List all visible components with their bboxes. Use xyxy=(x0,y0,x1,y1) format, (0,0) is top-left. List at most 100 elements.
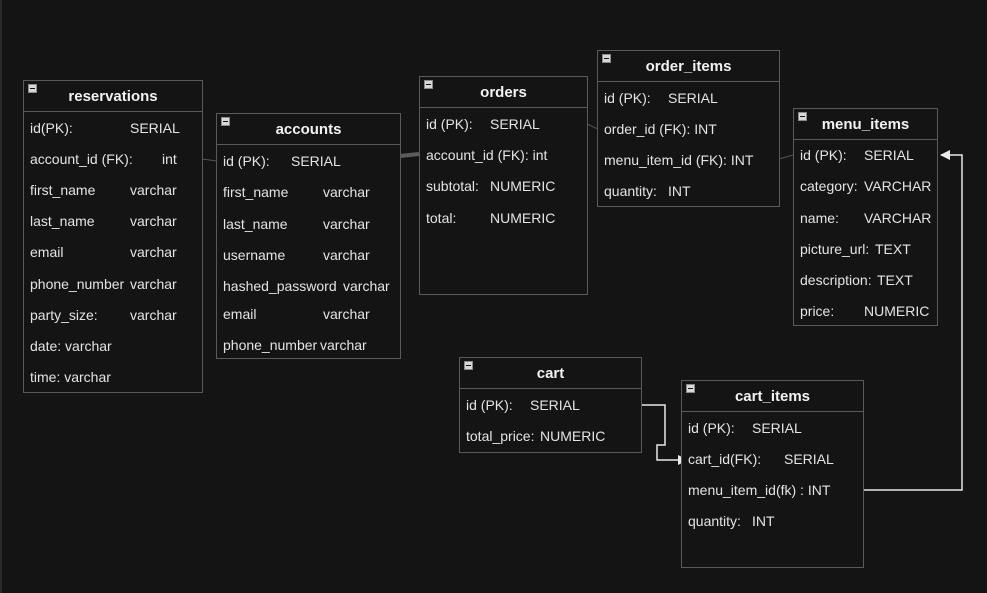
field-name: username xyxy=(223,247,286,263)
table-title: orders xyxy=(480,83,527,101)
field-name: price: xyxy=(800,303,835,319)
field-row: subtotal: NUMERIC xyxy=(426,178,583,196)
field-type: int xyxy=(162,151,177,167)
table-header[interactable]: reservations xyxy=(24,81,202,112)
table-header[interactable]: cart_items xyxy=(682,381,863,412)
field-row: id (PK): SERIAL xyxy=(800,147,933,165)
field-row: menu_item_id (FK): INT xyxy=(604,152,775,170)
table-header[interactable]: accounts xyxy=(217,114,400,145)
field-name: order_id (FK): INT xyxy=(604,121,717,137)
field-row: id (PK): SERIAL xyxy=(223,153,396,171)
field-name: id (PK): xyxy=(800,147,847,163)
field-row: category: VARCHAR xyxy=(800,178,933,196)
field-type: varchar xyxy=(130,213,177,229)
field-type: NUMERIC xyxy=(864,303,930,319)
collapse-icon[interactable] xyxy=(464,361,473,370)
field-type: VARCHAR xyxy=(864,178,932,194)
table-reservations[interactable]: reservations id(PK): SERIAL account_id (FK… xyxy=(23,80,203,393)
field-row: total_price: NUMERIC xyxy=(466,428,637,446)
field-name: first_name xyxy=(223,184,289,200)
field-type: SERIAL xyxy=(864,147,914,163)
field-type: INT xyxy=(752,513,775,529)
table-title: order_items xyxy=(645,57,732,75)
relation-order-items-menu-items xyxy=(778,154,794,160)
relation-reservations-accounts xyxy=(201,158,218,162)
field-type: TEXT xyxy=(877,272,913,288)
field-name: category: xyxy=(800,178,858,194)
field-row: account_id (FK):int xyxy=(30,151,198,169)
field-name: description: xyxy=(800,272,872,288)
field-name: hashed_password xyxy=(223,278,337,294)
table-title: accounts xyxy=(275,120,342,138)
collapse-icon[interactable] xyxy=(28,84,37,93)
field-row: first_name varchar xyxy=(223,184,396,202)
field-row: price: NUMERIC xyxy=(800,303,933,321)
field-type: SERIAL xyxy=(130,120,180,136)
table-menu-items[interactable]: menu_items id (PK): SERIAL category: VARCHA… xyxy=(793,108,938,326)
table-orders[interactable]: orders id (PK): SERIAL account_id (FK): in… xyxy=(419,76,588,295)
collapse-icon[interactable] xyxy=(424,80,433,89)
field-type: INT xyxy=(668,183,691,199)
field-name: menu_item_id (FK): INT xyxy=(604,152,754,168)
field-type: varchar xyxy=(323,184,370,200)
field-type: SERIAL xyxy=(291,153,341,169)
field-name: name: xyxy=(800,210,839,226)
field-name: id (PK): xyxy=(426,116,473,132)
field-name: id (PK): xyxy=(604,90,651,106)
table-header[interactable]: orders xyxy=(420,77,587,108)
field-type: varchar xyxy=(130,182,177,198)
field-name: time: varchar xyxy=(30,369,111,385)
field-type: SERIAL xyxy=(784,451,834,467)
field-type: SERIAL xyxy=(490,116,540,132)
field-row: id (PK): SERIAL xyxy=(426,116,583,134)
field-type: NUMERIC xyxy=(540,428,606,444)
field-row: cart_id(FK): SERIAL xyxy=(688,451,859,469)
field-type: NUMERIC xyxy=(490,178,556,194)
field-name: phone_number xyxy=(30,276,125,292)
table-order-items[interactable]: order_items id (PK): SERIAL order_id (FK):… xyxy=(597,50,780,207)
field-name: total: xyxy=(426,210,457,226)
field-row: menu_item_id(fk) : INT xyxy=(688,482,859,500)
field-name: id (PK): xyxy=(688,420,735,436)
table-header[interactable]: order_items xyxy=(598,51,779,82)
field-name: subtotal: xyxy=(426,178,479,194)
field-name: id(PK): xyxy=(30,120,73,136)
field-name: account_id (FK): int xyxy=(426,147,548,163)
field-name: phone_number xyxy=(223,337,318,353)
table-title: menu_items xyxy=(821,115,910,133)
field-name: total_price: xyxy=(466,428,535,444)
field-row: description: TEXT xyxy=(800,272,933,290)
field-row: order_id (FK): INT xyxy=(604,121,775,139)
collapse-icon[interactable] xyxy=(602,54,611,63)
field-row: id(PK): SERIAL xyxy=(30,120,198,138)
table-cart[interactable]: cart id (PK):SERIAL total_price: NUMERIC xyxy=(459,357,642,453)
collapse-icon[interactable] xyxy=(221,117,230,126)
field-type: varchar xyxy=(343,278,390,294)
field-name: menu_item_id(fk) : INT xyxy=(688,482,831,498)
collapse-icon[interactable] xyxy=(686,384,695,393)
field-row: email varchar xyxy=(30,244,198,262)
field-type: SERIAL xyxy=(668,90,718,106)
field-type: varchar xyxy=(130,244,177,260)
field-row: picture_url:TEXT xyxy=(800,241,933,259)
field-name: quantity: xyxy=(688,513,741,529)
field-name: last_name xyxy=(223,216,288,232)
field-type: NUMERIC xyxy=(490,210,556,226)
field-name: id (PK): xyxy=(223,153,270,169)
field-name: quantity: xyxy=(604,183,657,199)
table-header[interactable]: cart xyxy=(460,358,641,389)
field-row: party_size:varchar xyxy=(30,307,198,325)
field-row: id (PK):SERIAL xyxy=(466,397,637,415)
table-header[interactable]: menu_items xyxy=(794,109,937,140)
field-name: email xyxy=(30,244,64,260)
table-title: cart xyxy=(536,364,565,382)
field-name: picture_url: xyxy=(800,241,870,257)
field-name: cart_id(FK): xyxy=(688,451,762,467)
collapse-icon[interactable] xyxy=(798,112,807,121)
relation-accounts-orders xyxy=(399,152,420,158)
field-row: name:VARCHAR xyxy=(800,210,933,228)
